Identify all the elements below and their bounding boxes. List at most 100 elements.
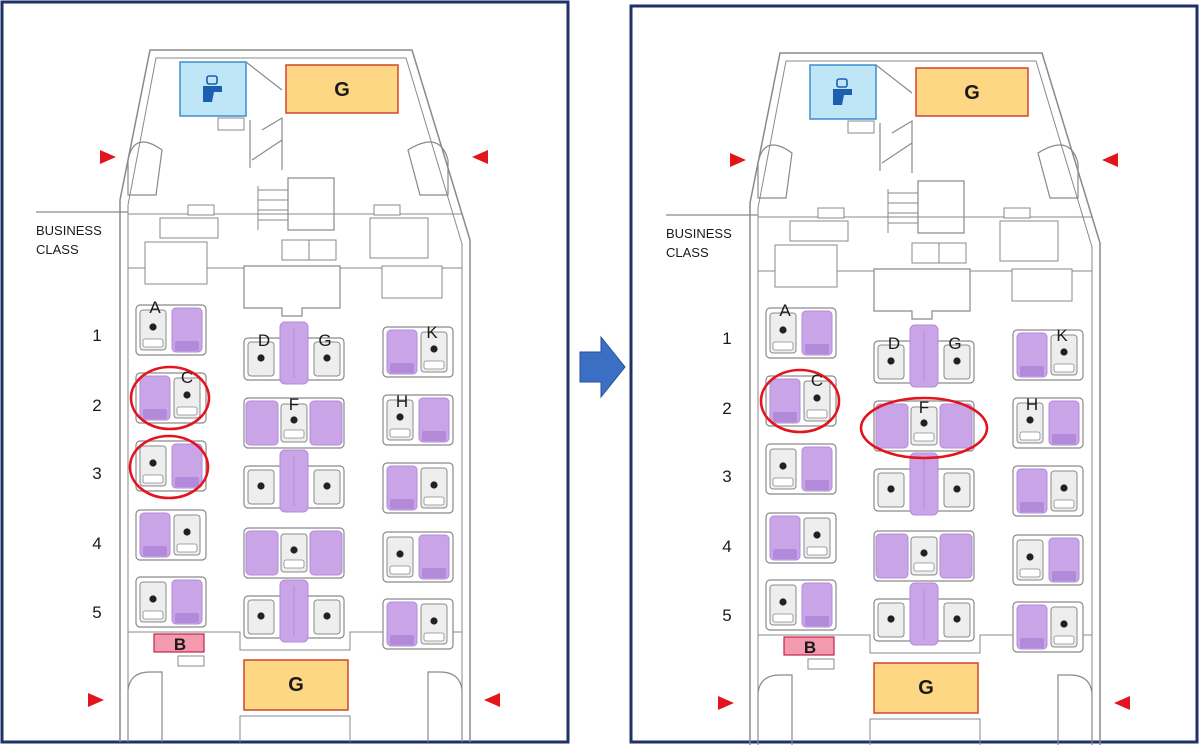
seat-dot (183, 391, 191, 399)
seat-footrest (805, 616, 829, 626)
front-cart (847, 120, 875, 134)
seat-footrest (422, 431, 446, 441)
console-tray (142, 338, 164, 348)
cart-right (373, 204, 401, 216)
monument-right (1011, 268, 1073, 302)
seat-letter-k: K (426, 323, 438, 342)
front-doors (245, 61, 283, 170)
monument-left (774, 244, 838, 288)
row-number-2: 2 (722, 399, 731, 418)
center-pair-row-4 (243, 527, 345, 579)
cabin-structure (666, 64, 1130, 745)
seat-letter-f: F (919, 398, 929, 417)
bar-unit (153, 633, 205, 653)
center-pair-row-3 (243, 449, 345, 513)
seat-footrest (143, 546, 167, 556)
seat-dot (1026, 416, 1034, 424)
lavatory-icon (833, 78, 852, 105)
rear-bulkhead (128, 631, 462, 651)
rear-cart (807, 658, 835, 670)
seat-left (875, 403, 909, 449)
seat-window-right-row-4 (1012, 534, 1084, 586)
console-tray (1053, 499, 1075, 509)
seat-dot (953, 615, 961, 623)
seat-dot (183, 528, 191, 536)
seat-window-left-row-2 (765, 375, 837, 427)
seat-dot (430, 345, 438, 353)
galley-rear (873, 662, 979, 714)
front-doors (875, 64, 913, 173)
center-pair-row-2 (243, 397, 345, 449)
exit-arrow-icon (718, 696, 734, 710)
seat-grid (135, 304, 454, 650)
seat-window-left-row-5 (765, 579, 837, 631)
fuselage-outline (749, 52, 1101, 745)
seat-letter-h: H (396, 392, 408, 411)
seat-labels: BUSINESS CLASS G G B 1 2 3 4 5 A C D G F… (36, 79, 438, 696)
seat-letter-g: G (948, 334, 961, 353)
exit-arrow-icon (88, 693, 104, 707)
seat-footrest (1020, 502, 1044, 512)
seat-footrest (805, 344, 829, 354)
galley-rear-label: G (918, 677, 934, 699)
seat-dot (396, 413, 404, 421)
door-right-rear (1057, 674, 1093, 745)
seat-map-before: BUSINESS CLASS G G B 1 2 3 4 5 A C D G F… (0, 0, 570, 744)
closet-left (159, 217, 219, 239)
highlight-circles (759, 368, 989, 460)
console-tray (142, 610, 164, 620)
highlight-circle-row-2-center-pair (859, 396, 989, 460)
seat-dot (430, 481, 438, 489)
monument-left (144, 241, 208, 285)
seat-window-left-row-4 (765, 512, 837, 564)
seat-dot (953, 485, 961, 493)
seat-footrest (1020, 366, 1044, 376)
seat-letter-g: G (318, 331, 331, 350)
fuselage-inner-wall (757, 60, 1093, 745)
seat-left (875, 533, 909, 579)
console-tray (423, 360, 445, 370)
stair-steps (257, 186, 288, 230)
door-right-rear (427, 671, 463, 742)
cabin-label-line2: CLASS (666, 245, 709, 260)
bar-label: B (804, 638, 816, 657)
stair-steps (887, 189, 918, 233)
highlight-circles (128, 365, 211, 500)
center-pair-row-1 (243, 321, 345, 385)
row-number-5: 5 (92, 603, 101, 622)
stair-block (917, 180, 965, 234)
seat-dot (149, 595, 157, 603)
door-left-rear (757, 674, 793, 745)
seat-dot (779, 326, 787, 334)
seat-grid (765, 307, 1084, 653)
seat-dot (257, 354, 265, 362)
console-tray (1019, 431, 1041, 441)
closet-left (789, 220, 849, 242)
exit-arrow-icon (1102, 153, 1118, 167)
seat-window-left-row-1 (135, 304, 207, 356)
seat-dot (323, 482, 331, 490)
console-tray (176, 406, 198, 416)
seat-dot (1060, 620, 1068, 628)
seat-footrest (390, 635, 414, 645)
exit-arrow-icon (484, 693, 500, 707)
cart-left (187, 204, 215, 216)
closet-right (369, 217, 429, 259)
seat-window-left-row-3 (765, 443, 837, 495)
seat-window-right-row-1 (1012, 329, 1084, 381)
seat-dot (813, 394, 821, 402)
rear-bulkhead (758, 634, 1092, 654)
seat-dot (813, 531, 821, 539)
cabin-label-line1: BUSINESS (666, 226, 732, 241)
console-tray (389, 428, 411, 438)
center-pair-row-3 (873, 452, 975, 516)
seat-dot (430, 617, 438, 625)
center-pair-row-1 (873, 324, 975, 388)
seat-window-right-row-5 (1012, 601, 1084, 653)
seat-footrest (390, 363, 414, 373)
cart-left (817, 207, 845, 219)
exit-arrow-icon (730, 153, 746, 167)
seat-footrest (143, 409, 167, 419)
seat-dot (323, 612, 331, 620)
